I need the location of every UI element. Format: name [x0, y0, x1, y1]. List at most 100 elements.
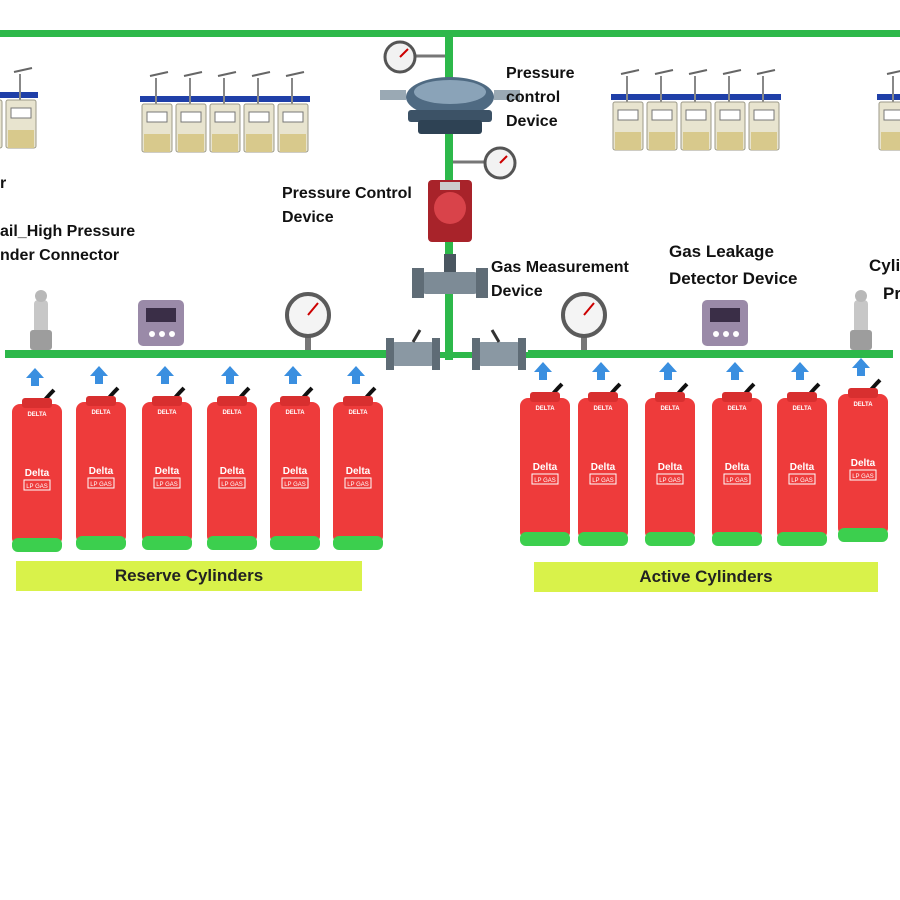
cylinder-product-text: LP GAS [90, 482, 112, 488]
label-line: Device [506, 113, 558, 130]
cylinder-groups: DELTA Delta LP GAS DELTA Delta LP GAS DELTA Del… [12, 358, 888, 552]
cylinder-logo-text: Delta [25, 468, 50, 479]
flow-arrow-icon [592, 362, 610, 380]
pressure-control-top-label: Pressure control Device [506, 62, 575, 134]
lpg-cylinder: DELTA Delta LP GAS [645, 362, 695, 546]
gas-meter-icon [612, 69, 644, 151]
cylinder-product-text: LP GAS [534, 478, 556, 484]
gas-meter-bank [877, 70, 900, 151]
pressure-gauge-icon [453, 146, 517, 180]
flow-arrow-icon [726, 362, 744, 380]
cylinder-brand-text: DELTA [27, 412, 47, 418]
gas-meter-icon [5, 67, 37, 149]
cylinder-product-text: LP GAS [284, 482, 306, 488]
cylinder-brand-text: DELTA [91, 410, 111, 416]
cylinder-product-text: LP GAS [221, 482, 243, 488]
label-line: Pressure Control [282, 185, 412, 202]
label-line: Cyli [869, 256, 900, 275]
cylinder-logo-text: Delta [851, 458, 876, 469]
flow-arrow-icon [156, 366, 174, 384]
gas-meter-icon [175, 71, 207, 153]
flow-arrow-icon [347, 366, 365, 384]
cylinder-product-text: LP GAS [791, 478, 813, 484]
label-line: ail_High Pressure [0, 223, 136, 240]
pressure-gauge-icon [561, 292, 607, 350]
cylinder-brand-text: DELTA [660, 406, 680, 412]
cylinder-logo-text: Delta [89, 466, 114, 477]
cylinder-product-text: LP GAS [726, 478, 748, 484]
label-line: Gas Leakage [669, 242, 774, 261]
reserve-cylinders-banner: Reserve Cylinders [114, 566, 264, 585]
gas-leakage-label: Gas Leakage Detector Device [669, 238, 798, 292]
flow-arrow-icon [26, 368, 44, 386]
cylinder-logo-text: Delta [658, 462, 683, 473]
label-line: Device [491, 283, 543, 300]
gas-meter-icon [243, 71, 275, 153]
gas-meter-icon [714, 69, 746, 151]
cylinder-product-text: LP GAS [26, 484, 48, 490]
active-banner-bg [534, 562, 878, 592]
gas-meter-icon [748, 69, 780, 151]
left-isolation-valve-icon [386, 329, 440, 370]
flow-arrow-icon [90, 366, 108, 384]
cylinder-brand-text: DELTA [348, 410, 368, 416]
cylinder-logo-text: Delta [591, 462, 616, 473]
cylinder-logo-text: Delta [533, 462, 558, 473]
label-line: control [506, 89, 561, 106]
safety-valve-icon [30, 290, 52, 350]
pressure-gauge-icon [285, 292, 331, 350]
meter-banks [0, 67, 900, 153]
cylinder-brand-text: DELTA [792, 406, 812, 412]
center-cross-pipe [390, 352, 530, 358]
safety-valve-icon [850, 290, 872, 350]
reserve-manifold-pipe [5, 350, 390, 358]
cylinder-logo-text: Delta [346, 466, 371, 477]
right-isolation-valve-icon [472, 329, 526, 370]
pressure-gauge-icon [383, 40, 445, 74]
flow-arrow-icon [221, 366, 239, 384]
cylinder-brand-text: DELTA [853, 402, 873, 408]
gas-leak-detector-icon [138, 300, 184, 346]
pressure-control-mid-label: Pressure Control Device [282, 182, 412, 230]
cylinder-brand-text: DELTA [593, 406, 613, 412]
cylinder-logo-text: Delta [790, 462, 815, 473]
pressure-regulator-icon [380, 77, 520, 134]
gas-meter-icon [209, 71, 241, 153]
gas-meter-icon [646, 69, 678, 151]
gas-meter-icon [0, 99, 3, 149]
flow-arrow-icon [659, 362, 677, 380]
gas-meter-bank [611, 69, 781, 151]
gas-meter-icon [878, 70, 900, 151]
gas-meter-icon [680, 69, 712, 151]
cylinder-brand-text: DELTA [222, 410, 242, 416]
cylinder-product-text: LP GAS [156, 482, 178, 488]
active-cylinders-banner: Active Cylinders [639, 567, 773, 586]
reserve-banner-bg [16, 561, 362, 591]
gas-meter-valve-icon [412, 254, 488, 298]
lpg-cylinder: DELTA Delta LP GAS [12, 368, 62, 552]
gas-meter-bank [0, 67, 38, 149]
cylinder-brand-text: DELTA [535, 406, 555, 412]
flow-arrow-icon [791, 362, 809, 380]
label-line: Device [282, 209, 334, 226]
label-line: Pressure [506, 65, 575, 82]
gas-measurement-label: Gas Measurement Device [491, 256, 629, 304]
lpg-cylinder: DELTA Delta LP GAS [520, 362, 570, 546]
gas-leak-detector-icon [702, 300, 748, 346]
right-partial-label: Cyli Pr [869, 252, 900, 308]
label-line: Pr [883, 284, 900, 303]
left-partial-label-2: ail_High Pressure nder Connector [0, 220, 135, 268]
gas-meter-bank [140, 71, 310, 153]
cylinder-logo-text: Delta [725, 462, 750, 473]
cylinder-product-text: LP GAS [659, 478, 681, 484]
pressure-control-valve-icon [428, 180, 472, 242]
flow-arrow-icon [534, 362, 552, 380]
flow-arrow-icon [284, 366, 302, 384]
